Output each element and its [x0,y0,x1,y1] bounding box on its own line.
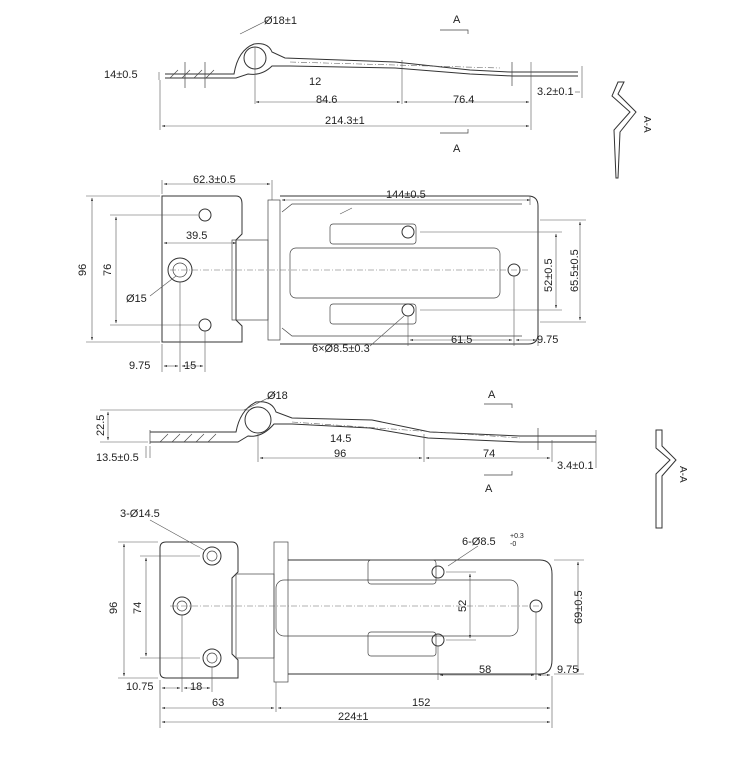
edge-right-label-1: 9.75 [537,334,558,346]
leader-dia-2 [243,393,277,411]
strap-height-label-2: 69±0.5 [573,590,585,624]
leaf-width-label-1: 62.3±0.5 [193,174,236,186]
length-a-label-2: 96 [334,448,346,460]
side-view-1: Ø18±1 A A 14±0.5 12 84.6 76.4 3.2±0.1 21… [104,14,583,155]
height-label-2: 22.5 [95,415,107,436]
side-profile-1 [165,43,578,79]
leader-dia-1 [239,19,269,35]
strap-height-label-1: 65.5±0.5 [569,249,581,292]
hole-offset-label-1: 39.5 [186,230,207,242]
section-aa-1: A-A [611,81,652,179]
side-view-2: Ø18 A A 22.5 14.5 13.5±0.5 96 74 3.4±0.1 [95,389,597,495]
section-mark-bottom-1: A [453,143,461,155]
section-mark-top-1: A [453,14,461,26]
thickness-right-label-1: 3.2±0.1 [537,86,574,98]
holes-left-label-2: 3-Ø14.5 [120,508,160,520]
section-aa-label-2: A-A [677,466,688,483]
holes-right-label-2: 6-Ø8.5 [462,536,496,548]
dia-hinge-label-2: Ø18 [267,390,288,402]
height-holes-label-1: 76 [102,264,114,276]
offset-label-2: 14.5 [330,433,351,445]
edge-right-label-2: 9.75 [557,664,578,676]
leaf-outline-2 [159,541,239,679]
offset-label-1: 12 [309,76,321,88]
leaf-width-label-2: 63 [212,697,224,709]
leaf-outline-1 [161,195,243,343]
total-length-label-1: 214.3±1 [325,115,365,127]
dia-pivot-label-1: Ø15 [126,293,147,305]
section-aa-label-1: A-A [641,116,652,133]
thickness-right-label-2: 3.4±0.1 [557,460,594,472]
length-b-label-1: 76.4 [453,94,474,106]
pivot-x-label-1: 15 [184,360,196,372]
strap-length-label-2: 152 [412,697,430,709]
hole-pitch-label-1: 52±0.5 [543,258,555,292]
section-profile-2 [655,429,677,529]
hole-x-label-1: 61.5 [451,334,472,346]
plan-view-2: 3-Ø14.5 6-Ø8.5 +0.3 -0 96 74 52 69±0.5 1… [108,508,585,728]
section-mark-bottom-2: A [485,483,493,495]
thickness-left-label-1: 14±0.5 [104,69,138,81]
length-a-label-1: 84.6 [316,94,337,106]
height-total-label-1: 96 [77,264,89,276]
plan-view-1: 62.3±0.5 144±0.5 39.5 96 76 Ø15 52±0.5 6… [77,174,586,372]
section-profile-1 [611,81,637,179]
strap-outline-1 [280,195,539,345]
side-profile-2 [150,401,596,443]
strap-length-label-1: 144±0.5 [386,189,426,201]
height-total-label-2: 96 [108,602,120,614]
dia-hinge-label-1: Ø18±1 [264,15,297,27]
length-b-label-2: 74 [483,448,495,460]
edge-left-label-2: 10.75 [126,681,154,693]
tolerance-lower-label-2: -0 [510,541,516,548]
section-aa-2: A-A [655,429,688,529]
hinge-pin-circle-2 [244,406,272,434]
holes-spec-label-1: 6×Ø8.5±0.3 [312,343,370,355]
height-holes-label-2: 74 [132,602,144,614]
thickness-left-label-2: 13.5±0.5 [96,452,139,464]
tolerance-upper-label-2: +0.3 [510,533,524,540]
edge-left-label-1: 9.75 [129,360,150,372]
hole-x-label-2: 58 [479,664,491,676]
pivot-x-label-2: 18 [190,681,202,693]
hole-pitch-label-2: 52 [457,600,469,612]
section-mark-top-2: A [488,389,496,401]
total-length-label-2: 224±1 [338,711,369,723]
strap-outline-2 [288,559,553,675]
